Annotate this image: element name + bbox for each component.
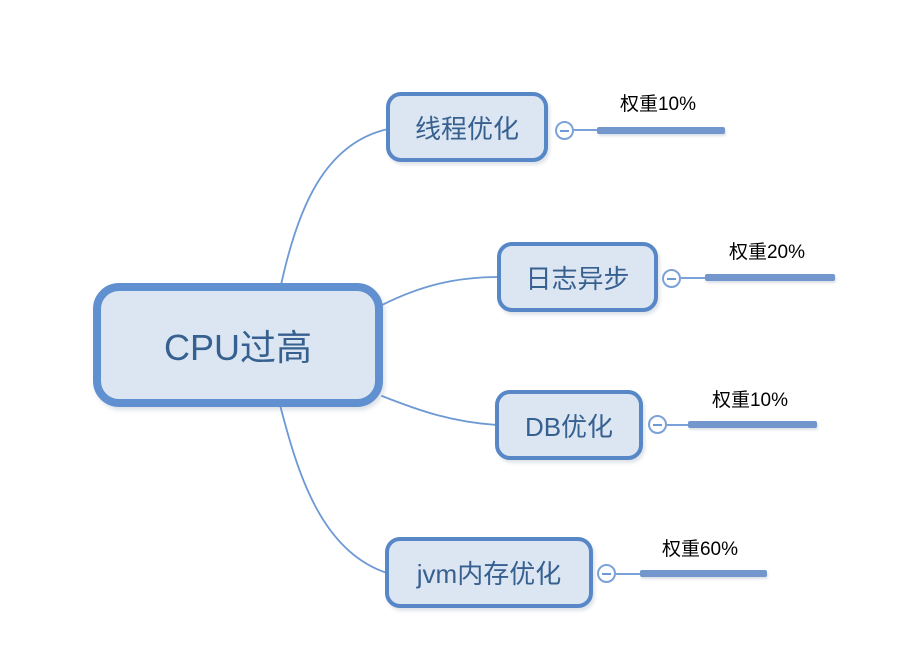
- collapse-button-jvm[interactable]: [597, 564, 616, 583]
- weight-connector-jvm: [616, 573, 641, 575]
- weight-label-thread[interactable]: 权重10%: [619, 94, 697, 115]
- topic-thread-optimization-label: 线程优化: [414, 113, 519, 144]
- topic-thread-optimization[interactable]: 线程优化: [386, 92, 548, 162]
- topic-root[interactable]: CPU过高: [93, 283, 383, 407]
- collapse-button-thread[interactable]: [555, 121, 574, 140]
- branch-curve-db: [381, 395, 498, 426]
- topic-db-optimization-label: DB优化: [524, 411, 614, 442]
- minus-icon: [653, 423, 662, 426]
- weight-label-log[interactable]: 权重20%: [728, 242, 806, 263]
- weight-label-jvm[interactable]: 权重60%: [661, 539, 739, 560]
- topic-jvm-memory-optimization-label: jvm内存优化: [416, 559, 562, 589]
- minus-icon: [602, 572, 611, 575]
- weight-underline-log[interactable]: [705, 274, 835, 281]
- weight-underline-db[interactable]: [688, 421, 817, 428]
- weight-underline-thread[interactable]: [597, 127, 725, 134]
- branch-curve-jvm: [279, 404, 388, 574]
- branch-curve-thread: [280, 128, 389, 286]
- minus-icon: [667, 277, 676, 280]
- collapse-button-log[interactable]: [662, 269, 681, 288]
- weight-underline-jvm[interactable]: [640, 570, 767, 577]
- weight-connector-db: [667, 424, 689, 426]
- minus-icon: [560, 129, 569, 132]
- topic-root-label: CPU过高: [163, 327, 312, 368]
- topic-log-async[interactable]: 日志异步: [497, 242, 658, 312]
- weight-connector-log: [681, 277, 706, 279]
- topic-jvm-memory-optimization[interactable]: jvm内存优化: [385, 537, 593, 608]
- collapse-button-db[interactable]: [648, 415, 667, 434]
- weight-connector-thread: [574, 129, 598, 131]
- weight-label-db[interactable]: 权重10%: [711, 390, 789, 411]
- branch-curve-log: [381, 276, 500, 306]
- topic-db-optimization[interactable]: DB优化: [495, 390, 643, 460]
- topic-log-async-label: 日志异步: [525, 263, 630, 294]
